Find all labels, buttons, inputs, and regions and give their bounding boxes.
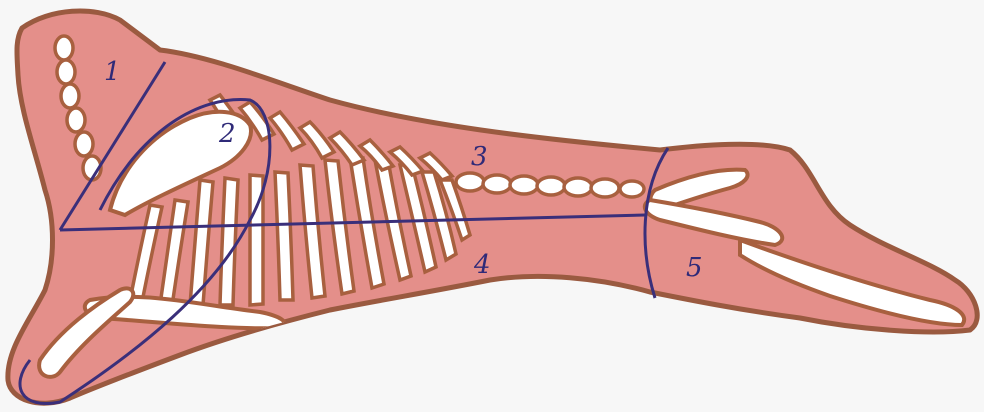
cut-label-1: 1 (104, 57, 121, 87)
cut-label-3: 3 (471, 142, 488, 172)
cut-label-5: 5 (686, 253, 703, 283)
cut-label-4: 4 (473, 250, 491, 280)
cut-label-2: 2 (218, 119, 236, 149)
